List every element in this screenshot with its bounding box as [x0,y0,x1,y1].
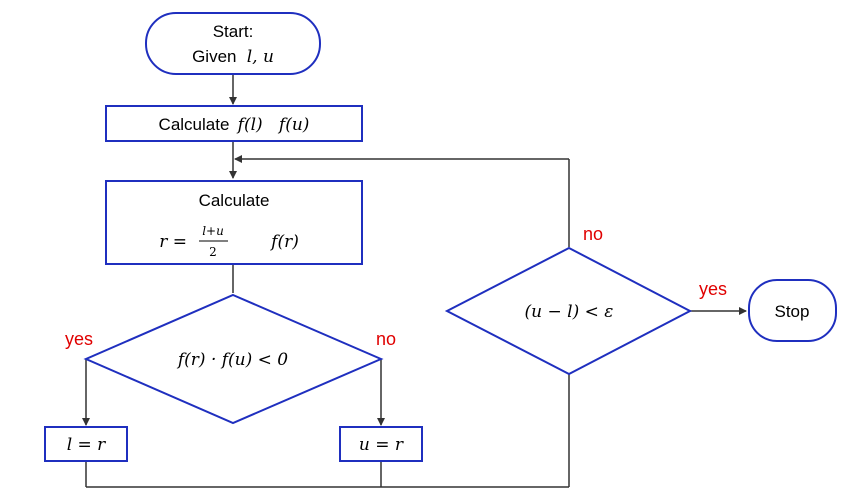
decision-eps-text: (u − l) < ε [525,302,614,322]
decision-eps-node [444,246,693,376]
label-no-right: no [376,329,396,349]
stop-node [748,279,837,342]
calc-r-lhs: r = [159,232,187,252]
calc-r-fr: f(r) [269,232,299,252]
assign-u-node [339,426,423,462]
svg-text:Calculate f(l) f(u): Calculate f(l) f(u) [159,115,310,135]
svg-text:Given l, u: Given l, u [192,47,274,67]
stop-text: Stop [775,302,810,321]
calc-r-frac-num: l+u [202,224,224,238]
calc-f-node [105,105,363,142]
label-yes-left: yes [65,329,93,349]
start-given-math: l, u [247,47,274,67]
start-line1: Start: [213,22,254,41]
calc-f-math1: f(l) [236,115,263,135]
start-given-text: Given [192,47,236,66]
calc-f-math2: f(u) [277,115,310,135]
assign-l-node [44,426,128,462]
assign-u-text: u = r [359,435,404,455]
assign-l-text: l = r [67,435,106,455]
start-node [145,12,321,75]
label-yes-stop: yes [699,279,727,299]
calc-r-node [105,180,363,265]
decision-sign-text: f(r) · f(u) < 0 [176,350,288,370]
label-no-top: no [583,224,603,244]
calc-r-title: Calculate [199,191,270,210]
calc-r-frac-den: 2 [209,245,217,259]
decision-sign-node [83,293,384,425]
calc-f-text: Calculate [159,115,230,134]
